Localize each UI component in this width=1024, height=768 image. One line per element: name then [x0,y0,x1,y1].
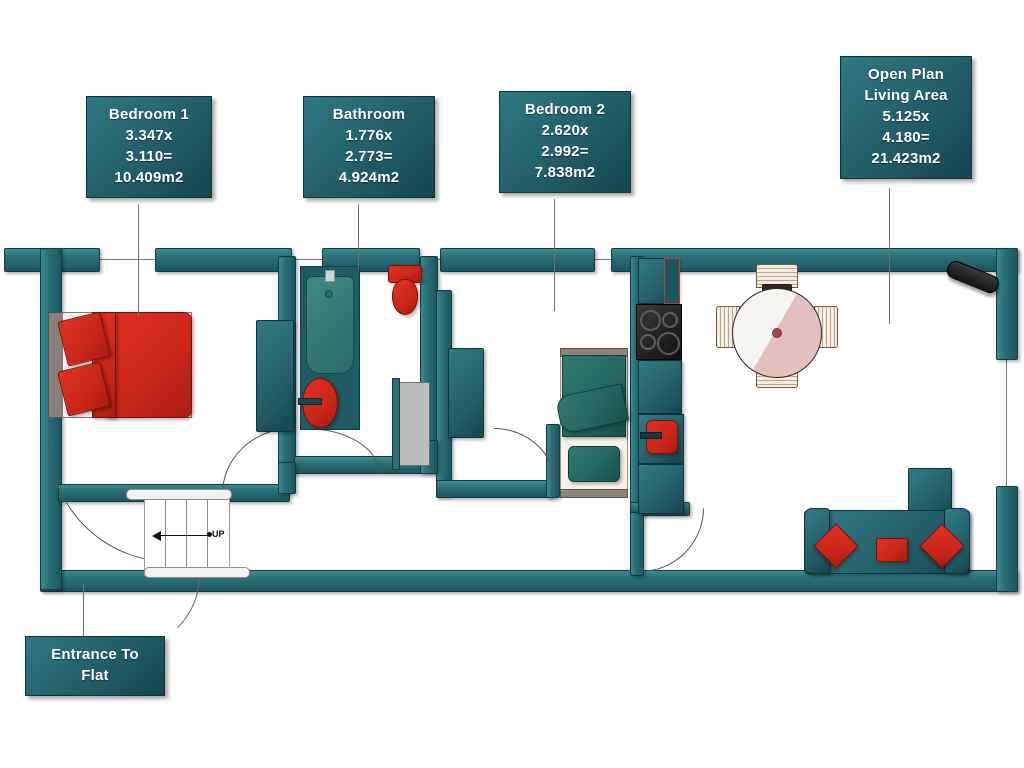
wardrobe-bedroom-2 [448,348,484,438]
stair-direction-arrow [156,535,210,536]
cupboard-frame [392,378,400,470]
door-swing-bedroom-1 [222,428,292,494]
exterior-wall-right-upper [996,248,1018,360]
bed-bedroom-1-duvet [104,312,192,418]
wardrobe-bedroom-1 [256,320,294,432]
stair-tread-1 [165,492,166,574]
pillow-bedroom-2 [568,446,620,482]
boiler-cupboard [396,382,430,466]
room-label-bathroom[interactable]: Bathroom 1.776x 2.773= 4.924m2 [303,96,435,198]
room-label-bedroom-1-name: Bedroom 1 [108,106,190,123]
hob-burner-2-icon [662,312,678,328]
stair-arrow-tail-dot-icon [207,532,212,537]
room-label-living-area[interactable]: Open Plan Living Area 5.125x 4.180= 21.4… [840,56,972,179]
window-right [1006,358,1007,486]
room-label-bedroom-1-area: 10.409m2 [114,169,184,186]
bathtub [306,276,354,374]
window-top-1 [98,259,155,260]
leader-line-living-area [889,188,890,324]
room-label-living-area-dim-a: 5.125x [882,108,930,125]
room-label-bedroom-1-dim-a: 3.347x [125,127,173,144]
kitchen-sink-tap-icon [640,432,662,439]
exterior-wall-top-2 [155,248,292,272]
stair-tread-2 [186,492,187,574]
door-swing-bathroom [306,428,380,474]
annotation-entrance-line1: Entrance To [51,646,139,663]
room-label-living-area-area: 21.423m2 [871,150,941,167]
stair-handrail-bottom [144,567,250,578]
exterior-wall-top-4 [440,248,595,272]
toilet-pan [392,279,418,315]
hob-burner-3-icon [640,334,656,350]
sofa-cushion-middle [876,538,908,562]
room-label-bathroom-name: Bathroom [332,106,406,123]
room-label-bedroom-2-area: 7.838m2 [534,164,596,181]
door-swing-living-area [640,508,704,572]
kitchen-unit-top-door-edge [664,258,680,304]
bathtub-drain-icon [325,290,333,298]
leader-line-bathroom [358,204,359,270]
stair-arrow-head-icon [152,531,161,541]
stair-up-label: UP [212,529,225,539]
room-label-bedroom-1[interactable]: Bedroom 1 3.347x 3.110= 10.409m2 [86,96,212,198]
leader-line-entrance [83,584,84,638]
bathtub-taps-icon [325,270,335,282]
window-top-4 [593,259,611,260]
exterior-wall-right-lower [996,486,1018,592]
annotation-entrance-line2: Flat [81,667,109,684]
stair-handrail-top [126,489,232,500]
room-label-living-area-name-line2: Living Area [864,87,948,104]
room-label-bathroom-dim-a: 1.776x [345,127,393,144]
room-label-bedroom-2[interactable]: Bedroom 2 2.620x 2.992= 7.838m2 [499,91,631,193]
leader-line-bedroom-1 [138,204,139,318]
room-label-bedroom-2-dim-a: 2.620x [541,122,589,139]
leader-line-bedroom-2 [554,199,555,311]
dining-table-leg-icon [772,328,782,338]
kitchen-unit-bottom [638,464,684,514]
room-label-bedroom-1-dim-b: 3.110= [125,148,173,165]
room-label-bedroom-2-name: Bedroom 2 [524,101,606,118]
bed-bedroom-2-footrail [560,489,628,498]
window-top-2 [290,259,322,260]
wash-basin-tap-icon [298,398,322,405]
hob-burner-4-icon [657,332,680,355]
kitchen-unit-middle [638,360,682,414]
room-label-bathroom-area: 4.924m2 [338,169,400,186]
room-label-living-area-name-line1: Open Plan [868,66,944,83]
room-label-living-area-dim-b: 4.180= [882,129,930,146]
room-label-bedroom-2-dim-b: 2.992= [541,143,589,160]
annotation-entrance-to-flat[interactable]: Entrance To Flat [25,636,165,696]
hob-burner-1-icon [640,310,661,331]
room-label-bathroom-dim-b: 2.773= [345,148,393,165]
